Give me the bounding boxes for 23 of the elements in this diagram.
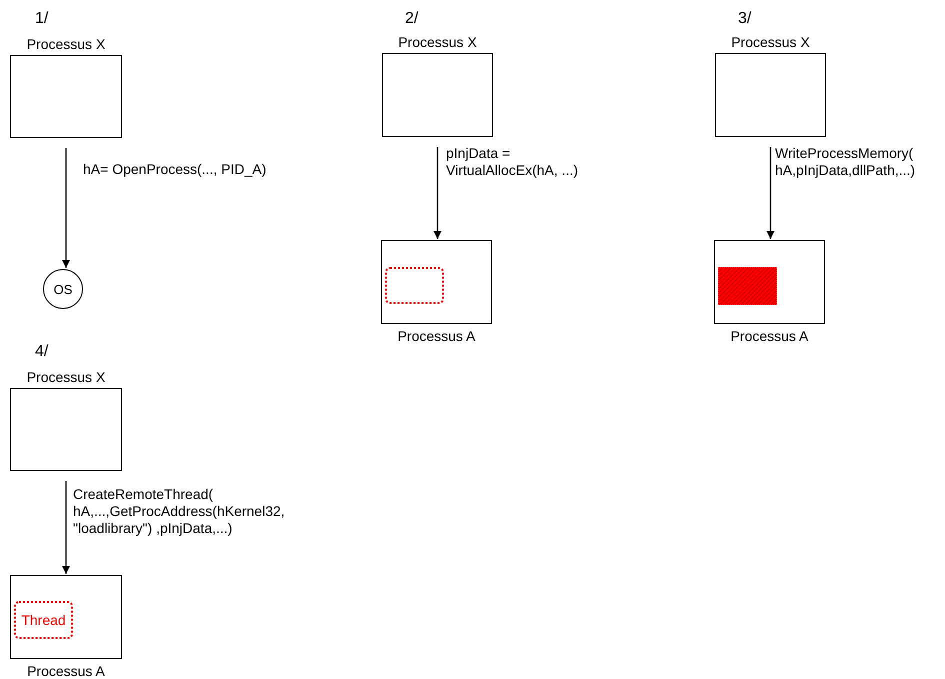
edge-label: WriteProcessMemory( hA,pInjData,dllPath,...) (775, 145, 916, 179)
arrow (62, 481, 70, 574)
process-label: Processus X (730, 34, 811, 50)
process-label: Processus X (26, 369, 106, 385)
arrow (62, 148, 70, 268)
arrow (766, 147, 774, 239)
os-circle: OS (43, 269, 83, 309)
step-number: 1/ (35, 10, 48, 27)
step-number: 3/ (738, 10, 752, 27)
process-label: Processus X (397, 34, 478, 50)
process-label: Processus A (396, 328, 476, 344)
step-number: 2/ (405, 10, 418, 27)
memory-region (385, 267, 444, 304)
edge-label: CreateRemoteThread( hA,...,GetProcAddress(hKernel32, "loadlibrary") ,pInjData,...) (73, 486, 286, 537)
thread-box: Thread (14, 601, 73, 639)
edge-label: hA= OpenProcess(..., PID_A) (83, 161, 268, 178)
process-label: Processus A (730, 328, 810, 344)
memory-region (718, 267, 777, 305)
step-number: 4/ (35, 343, 48, 360)
process-label: Processus A (26, 663, 106, 679)
arrow (434, 147, 442, 239)
process-label: Processus X (26, 36, 106, 52)
edge-label: pInjData = VirtualAllocEx(hA, ...) (446, 145, 580, 179)
